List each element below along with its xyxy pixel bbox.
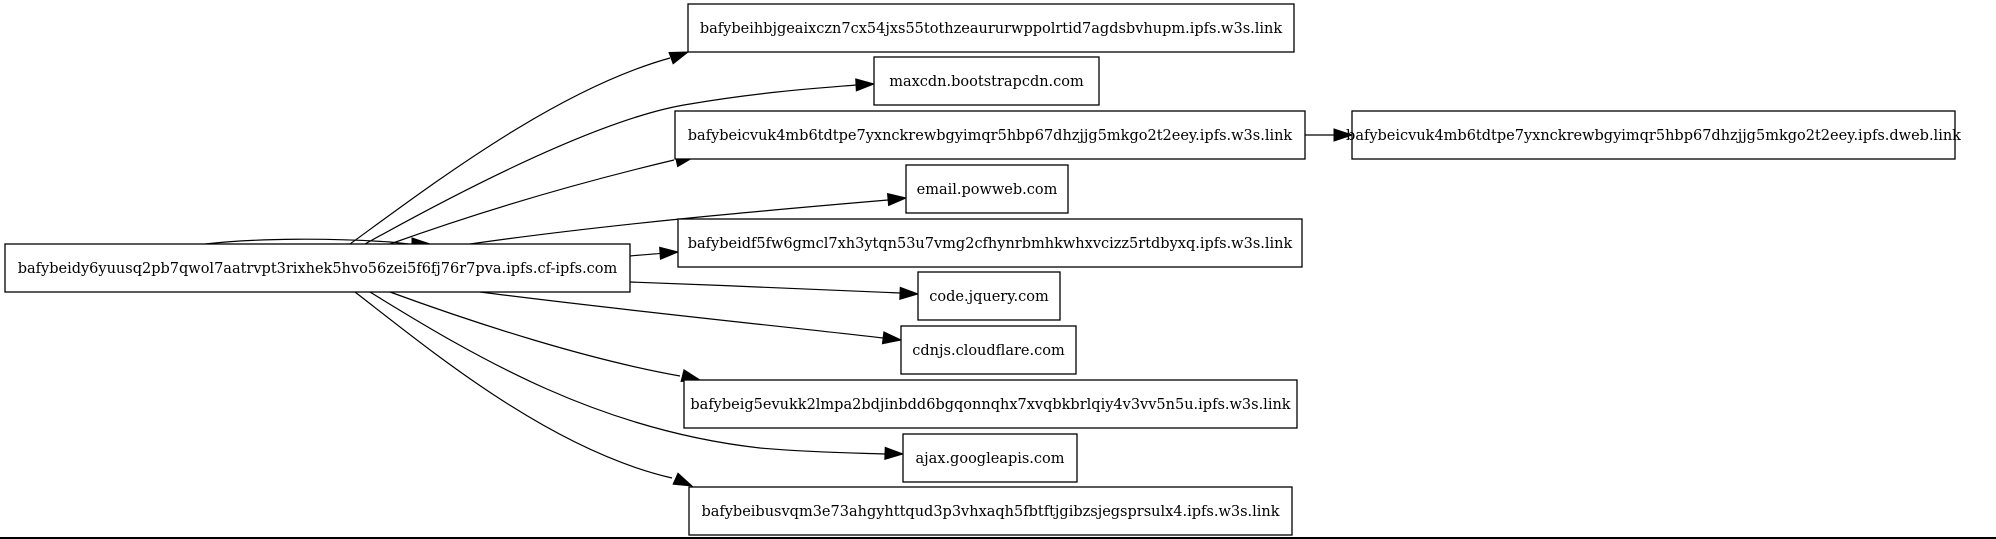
- edge-line: [389, 291, 681, 377]
- edge-line: [369, 291, 886, 455]
- graph-node: bafybeibusvqm3e73ahgyhttqud3p3vhxaqh5fbt…: [688, 486, 1293, 536]
- bottom-border: [0, 537, 1996, 539]
- graph-node: bafybeig5evukk2lmpa2bdjinbdd6bgqonnqhx7x…: [683, 379, 1298, 429]
- arrowhead-icon: [855, 78, 876, 92]
- edge-line: [204, 238, 410, 245]
- edge-line: [469, 199, 889, 245]
- arrowhead-icon: [899, 286, 920, 301]
- graph-node: bafybeidf5fw6gmcl7xh3ytqn53u7vmg2cfhynrb…: [677, 218, 1303, 268]
- arrowhead-icon: [881, 331, 903, 345]
- edge-root-to-n8: [389, 291, 702, 383]
- graph-node: cdnjs.cloudflare.com: [900, 325, 1077, 375]
- node-box: [687, 3, 1295, 53]
- graph-node: bafybeicvuk4mb6tdtpe7yxnckrewbgyimqr5hbp…: [674, 110, 1306, 160]
- edge-line: [349, 57, 671, 245]
- node-label: maxcdn.bootstrapcdn.com: [889, 74, 1084, 90]
- node-box: [677, 218, 1303, 268]
- node-box: [1351, 110, 1956, 160]
- edge-root-to-n6: [629, 281, 920, 301]
- arrowhead-icon: [672, 472, 694, 487]
- arrowhead-icon: [886, 192, 908, 207]
- node-box: [683, 379, 1298, 429]
- edge-root-to-n2: [364, 78, 876, 245]
- node-label: bafybeicvuk4mb6tdtpe7yxnckrewbgyimqr5hbp…: [688, 128, 1293, 144]
- graph-node: maxcdn.bootstrapcdn.com: [873, 56, 1100, 106]
- node-box: [902, 433, 1078, 483]
- graph-node: bafybeidy6yuusq2pb7qwol7aatrvpt3rixhek5h…: [4, 243, 631, 293]
- node-label: bafybeihbjgeaixczn7cx54jxs55tothzeaururw…: [700, 21, 1283, 37]
- graph-node: ajax.googleapis.com: [902, 433, 1078, 483]
- edge-root-to-n3: [389, 154, 696, 245]
- edge-root-to-n1: [349, 51, 690, 245]
- node-label: bafybeicvuk4mb6tdtpe7yxnckrewbgyimqr5hbp…: [1346, 128, 1961, 144]
- node-label: bafybeidf5fw6gmcl7xh3ytqn53u7vmg2cfhynrb…: [688, 236, 1293, 252]
- edge-root-to-n5: [629, 246, 680, 260]
- node-box: [688, 486, 1293, 536]
- node-box: [905, 164, 1069, 214]
- arrowhead-icon: [659, 246, 680, 260]
- edge-n3-to-n3b: [1305, 128, 1354, 142]
- node-label: ajax.googleapis.com: [915, 451, 1064, 467]
- graph-node: code.jquery.com: [917, 271, 1061, 321]
- arrowhead-icon: [1333, 128, 1354, 142]
- arrowhead-icon: [668, 51, 690, 65]
- edge-root-to-n9: [369, 291, 905, 461]
- edge-root-to-n4: [469, 192, 908, 245]
- node-label: bafybeibusvqm3e73ahgyhttqud3p3vhxaqh5fbt…: [701, 504, 1279, 520]
- edge-line: [364, 84, 857, 245]
- edge-root-to-n10: [354, 291, 694, 487]
- node-label: code.jquery.com: [929, 289, 1049, 305]
- graph-node: bafybeicvuk4mb6tdtpe7yxnckrewbgyimqr5hbp…: [1346, 110, 1961, 160]
- edge-root-to-n7: [479, 291, 903, 345]
- edge-line: [354, 291, 673, 479]
- edge-line: [389, 159, 675, 245]
- arrowhead-icon: [884, 446, 905, 461]
- node-box: [900, 325, 1077, 375]
- graph-node: bafybeihbjgeaixczn7cx54jxs55tothzeaururw…: [687, 3, 1295, 53]
- edge-line: [629, 281, 901, 294]
- node-label: bafybeidy6yuusq2pb7qwol7aatrvpt3rixhek5h…: [18, 261, 618, 277]
- node-label: bafybeig5evukk2lmpa2bdjinbdd6bgqonnqhx7x…: [690, 397, 1290, 413]
- node-box: [917, 271, 1061, 321]
- nodes-layer: bafybeidy6yuusq2pb7qwol7aatrvpt3rixhek5h…: [4, 3, 1961, 536]
- edge-line: [629, 252, 661, 257]
- node-label: cdnjs.cloudflare.com: [912, 343, 1065, 359]
- edge-line: [479, 291, 884, 339]
- node-box: [674, 110, 1306, 160]
- node-label: email.powweb.com: [917, 182, 1058, 198]
- node-box: [873, 56, 1100, 106]
- node-box: [4, 243, 631, 293]
- graph-node: email.powweb.com: [905, 164, 1069, 214]
